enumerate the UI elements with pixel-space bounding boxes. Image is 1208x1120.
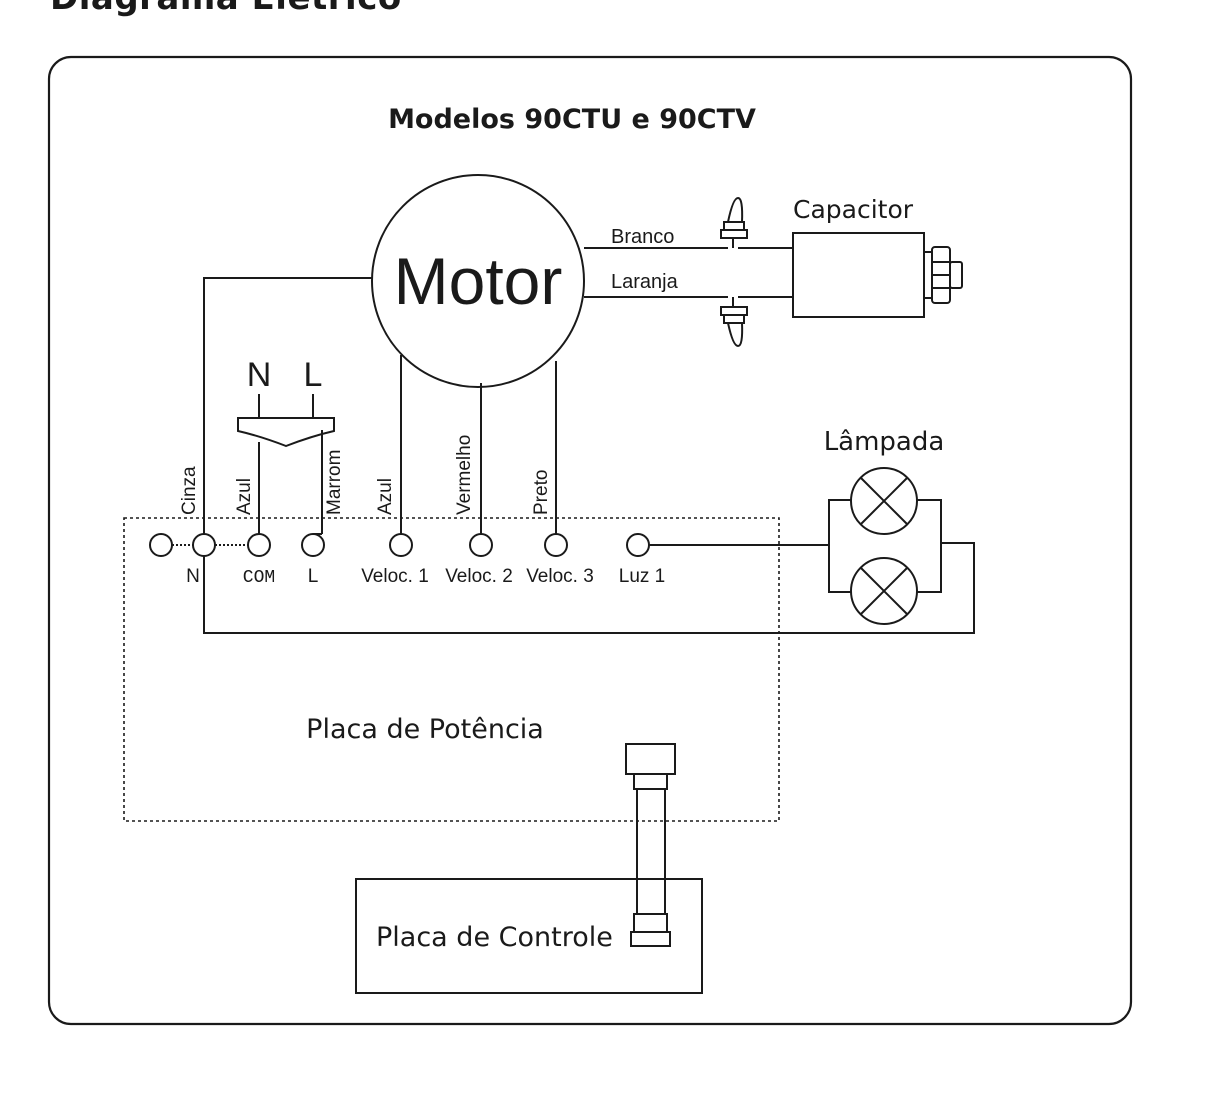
wire-label-branco: Branco [611, 226, 674, 248]
terminal-label-n: N [186, 566, 200, 587]
wire-label-azul-motor: Azul [375, 478, 396, 515]
lamp-top [850, 467, 918, 535]
plug-label-l: L [304, 356, 323, 394]
terminal-label-com: COM [243, 568, 275, 588]
terminal-l [301, 533, 325, 557]
terminal-label-luz1: Luz 1 [619, 566, 665, 587]
power-plug [237, 394, 335, 534]
wire-label-marrom: Marrom [324, 450, 345, 515]
terminal-veloc3 [544, 533, 568, 557]
plug-label-n: N [247, 356, 272, 394]
diagram-frame [47, 55, 1133, 1026]
terminal-label-veloc1: Veloc. 1 [361, 566, 429, 587]
terminal-luz1 [626, 533, 650, 557]
model-title: Modelos 90CTU e 90CTV [388, 104, 756, 135]
terminal-veloc1 [389, 533, 413, 557]
terminal-veloc2 [469, 533, 493, 557]
control-board [355, 878, 703, 994]
wire-label-vermelho: Vermelho [454, 435, 475, 515]
terminal-unlabeled [149, 533, 173, 557]
wire-label-cinza: Cinza [179, 466, 200, 515]
capacitor-terminal [923, 246, 963, 304]
connector-top [720, 196, 748, 248]
page-title: Diagrama Elétrico [50, 0, 402, 18]
motor-label: Motor [394, 244, 563, 318]
wire-label-azul-plug: Azul [234, 478, 255, 515]
power-board-outline [123, 517, 780, 822]
lamp-label: Lâmpada [824, 427, 945, 457]
terminal-label-veloc2: Veloc. 2 [445, 566, 513, 587]
terminal-com [247, 533, 271, 557]
capacitor-wires [584, 247, 793, 298]
connector-bottom [720, 297, 748, 348]
power-board-label: Placa de Potência [306, 714, 544, 745]
motor-leads [203, 277, 557, 534]
lamp-bottom [850, 557, 918, 625]
terminal-block [149, 533, 650, 557]
terminal-n [192, 533, 216, 557]
terminal-label-veloc3: Veloc. 3 [526, 566, 594, 587]
wire-label-preto: Preto [531, 470, 552, 515]
motor [371, 174, 585, 388]
terminal-label-l: L [308, 566, 319, 587]
capacitor [792, 232, 925, 318]
capacitor-label: Capacitor [793, 195, 914, 224]
control-board-label: Placa de Controle [376, 922, 613, 953]
board-connector-cable [625, 743, 676, 947]
wire-label-laranja: Laranja [611, 271, 679, 293]
